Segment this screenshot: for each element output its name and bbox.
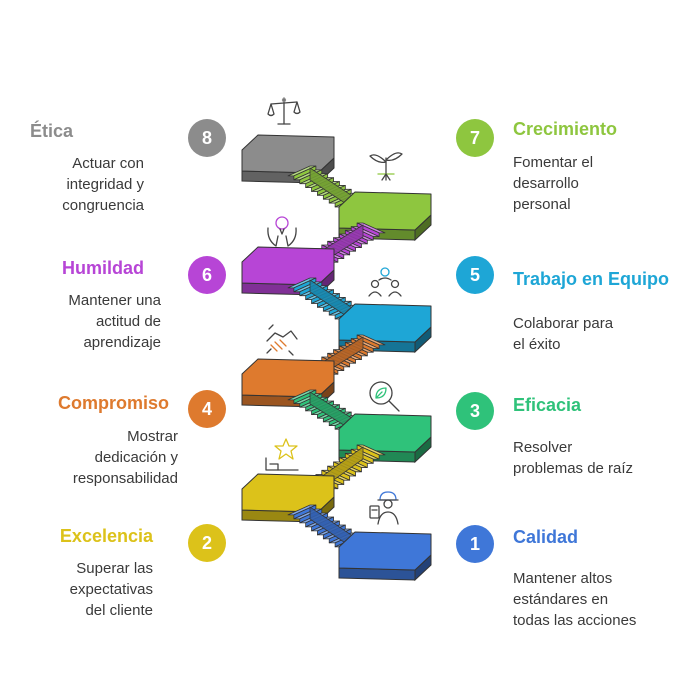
step-7-description: Fomentar el desarrollo personal xyxy=(513,154,594,213)
star-trophy-icon xyxy=(265,438,299,471)
open-hands-icon xyxy=(267,216,297,247)
step-5-description: Colaborar para el éxito xyxy=(513,315,614,353)
step-5-title: Trabajo en Equipo xyxy=(513,269,670,289)
step-6-description: Mantener una actitud de aprendizaje xyxy=(68,292,161,351)
step-3-description: Resolver problemas de raíz xyxy=(513,439,634,477)
step-4-title: Compromiso xyxy=(57,393,169,413)
step-4-description: Mostrar dedicación y responsabilidad xyxy=(72,428,178,487)
step-8-badge: 8 xyxy=(188,119,226,157)
team-icon xyxy=(368,267,402,297)
step-7-badge: 7 xyxy=(456,119,494,157)
step-1-title: Calidad xyxy=(513,527,579,547)
step-7-title: Crecimiento xyxy=(513,119,618,139)
step-6-badge: 6 xyxy=(188,256,226,294)
step-8-title: Ética xyxy=(30,121,74,141)
step-2-title: Excelencia xyxy=(59,526,153,546)
handshake-icon xyxy=(266,324,298,356)
step-5-badge: 5 xyxy=(456,256,494,294)
magnifier-leaf-icon xyxy=(369,381,400,412)
worker-icon xyxy=(369,491,399,525)
step-8-description: Actuar con integridad y congruencia xyxy=(62,155,144,214)
step-1-description: Mantener altos estándares en todas las a… xyxy=(513,570,637,629)
sprout-icon xyxy=(369,152,403,181)
step-3-title: Eficacia xyxy=(513,395,582,415)
step-1-badge: 1 xyxy=(456,525,494,563)
landing-1 xyxy=(338,531,432,582)
scale-icon xyxy=(267,97,301,125)
step-2-description: Superar las expectativas del cliente xyxy=(69,560,153,619)
step-6-title: Humildad xyxy=(61,258,144,278)
step-2-badge: 2 xyxy=(188,524,226,562)
step-3-badge: 3 xyxy=(456,392,494,430)
step-4-badge: 4 xyxy=(188,390,226,428)
